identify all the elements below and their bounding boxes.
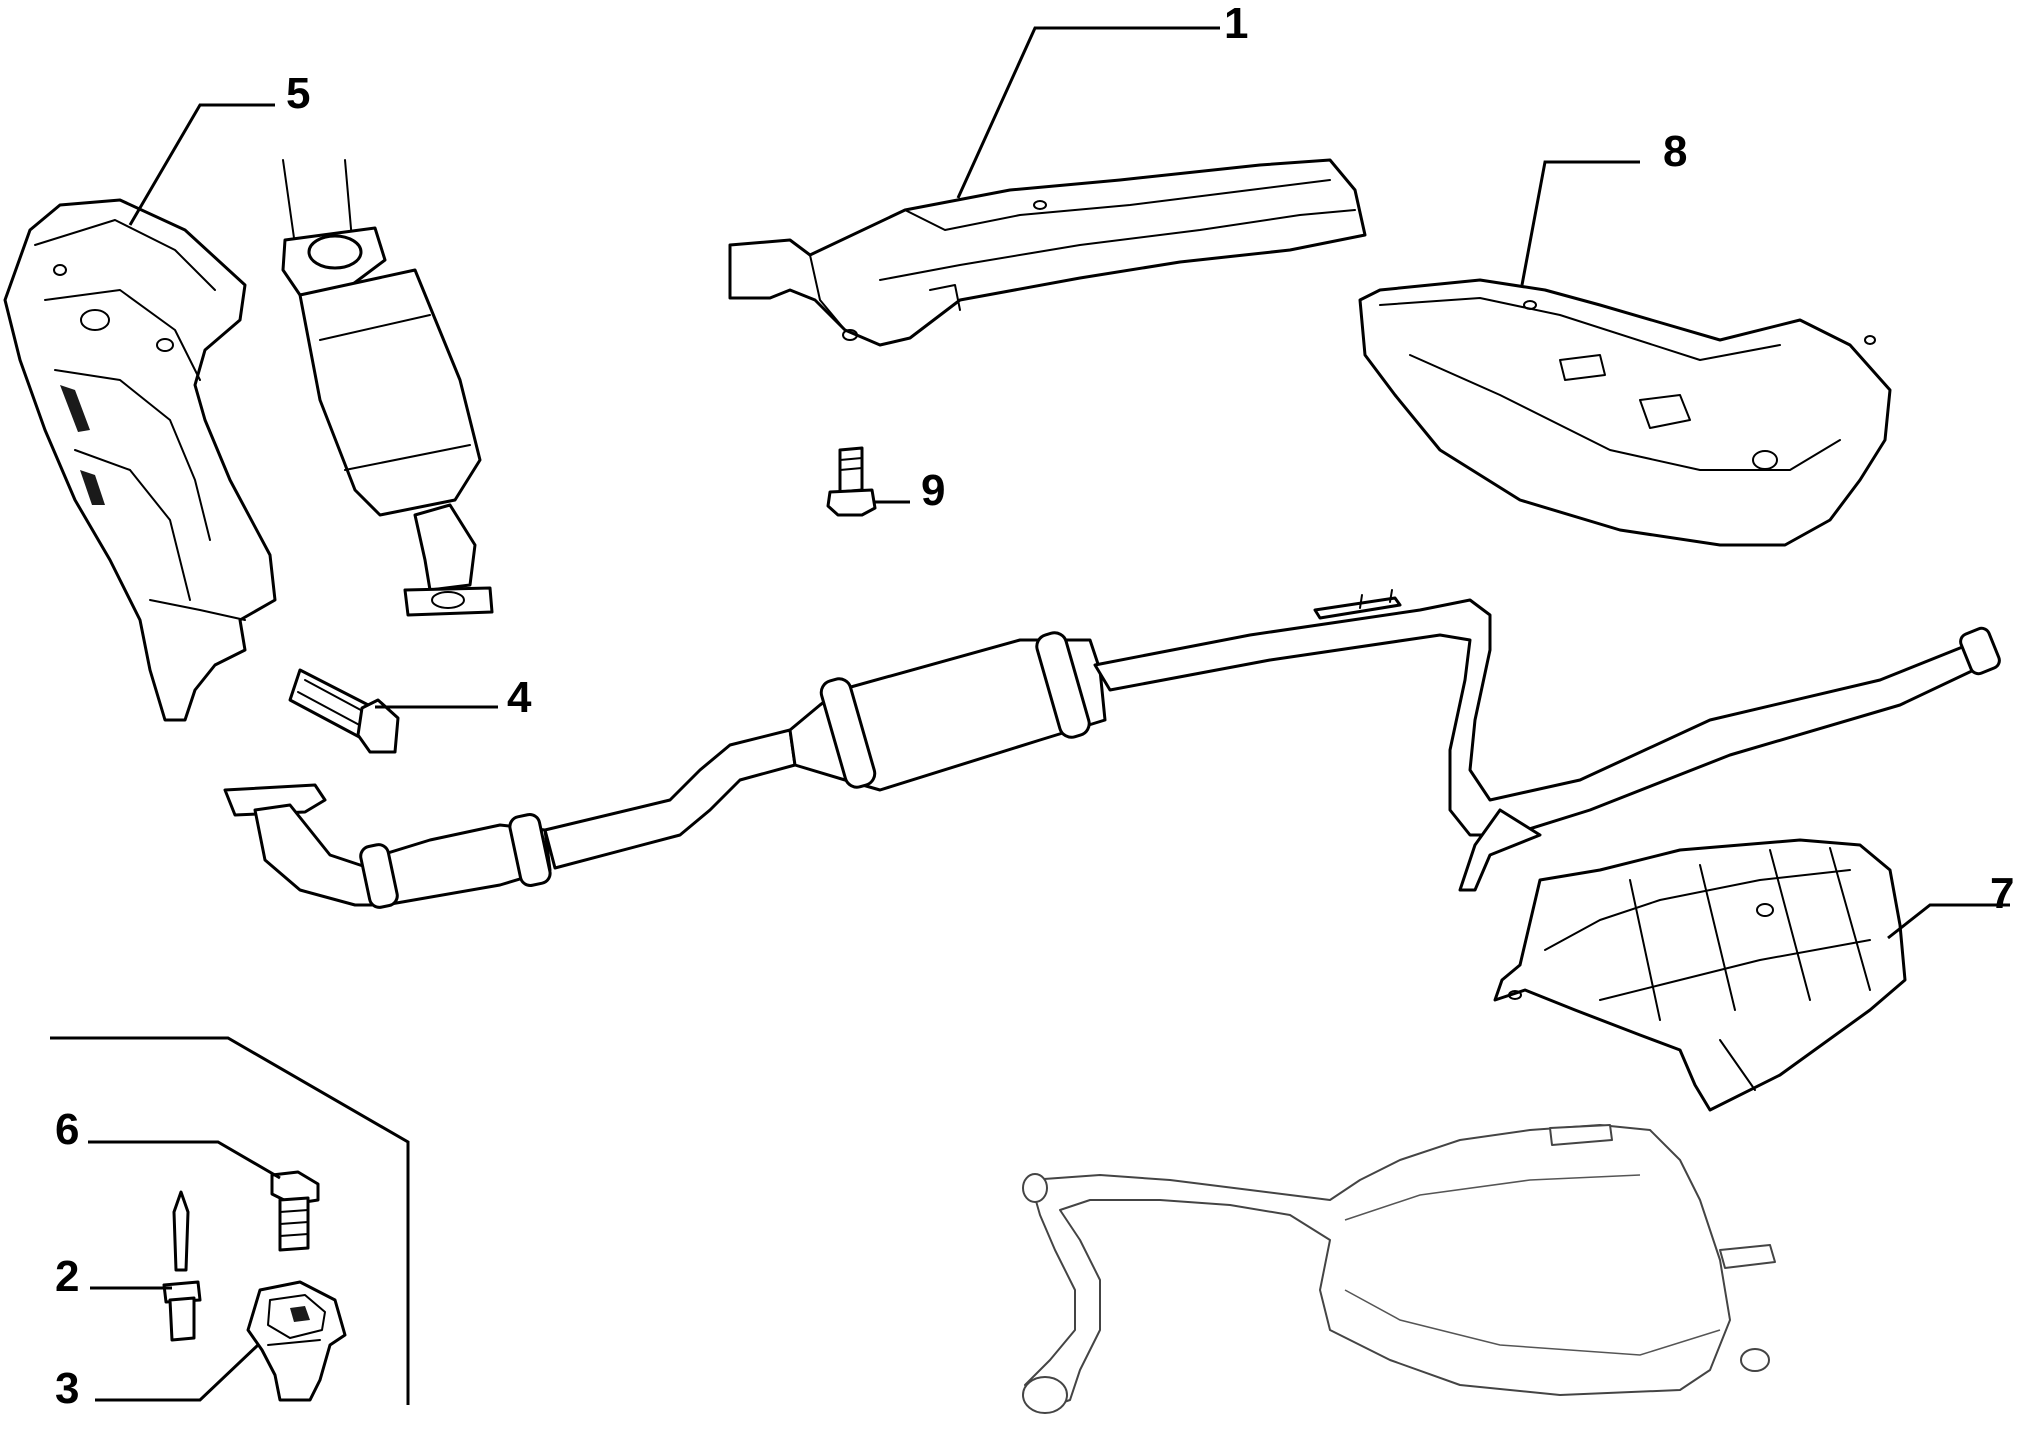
callout-9: 9 — [921, 466, 945, 515]
callout-5: 5 — [286, 69, 310, 118]
part-6-screw[interactable] — [270, 1170, 320, 1252]
callout-8: 8 — [1663, 127, 1687, 176]
part-5-manifold-heat-shield[interactable] — [3, 198, 277, 722]
catalytic-converter[interactable] — [281, 159, 494, 617]
part-2-blind-rivet[interactable] — [162, 1190, 202, 1342]
leader-1 — [956, 26, 1220, 199]
exhaust-pipe-assembly[interactable] — [223, 589, 2002, 909]
leader-5 — [128, 103, 275, 226]
part-4-bolt[interactable] — [288, 668, 400, 754]
leader-3 — [95, 1343, 260, 1402]
callout-6: 6 — [55, 1105, 79, 1154]
callout-numbers: 1 5 8 9 4 7 6 2 3 — [55, 0, 2014, 1413]
part-8-rear-heat-shield[interactable] — [1358, 278, 1892, 547]
callout-2: 2 — [55, 1252, 79, 1301]
leader-lines — [88, 26, 2010, 1402]
leader-8 — [1520, 160, 1640, 286]
leader-7 — [1887, 903, 2010, 940]
callout-3: 3 — [55, 1364, 79, 1413]
part-1-tunnel-heat-shield[interactable] — [728, 158, 1367, 347]
part-9-bolt[interactable] — [826, 446, 877, 517]
rear-silencer[interactable] — [1022, 1124, 1776, 1414]
callout-4: 4 — [507, 673, 532, 722]
inset-divider — [50, 1036, 410, 1405]
part-7-silencer-heat-shield[interactable] — [1493, 838, 1907, 1112]
part-3-rubber-mount[interactable] — [246, 1280, 347, 1402]
leader-6 — [88, 1140, 281, 1180]
callout-7: 7 — [1990, 869, 2014, 918]
callout-1: 1 — [1224, 0, 1248, 48]
